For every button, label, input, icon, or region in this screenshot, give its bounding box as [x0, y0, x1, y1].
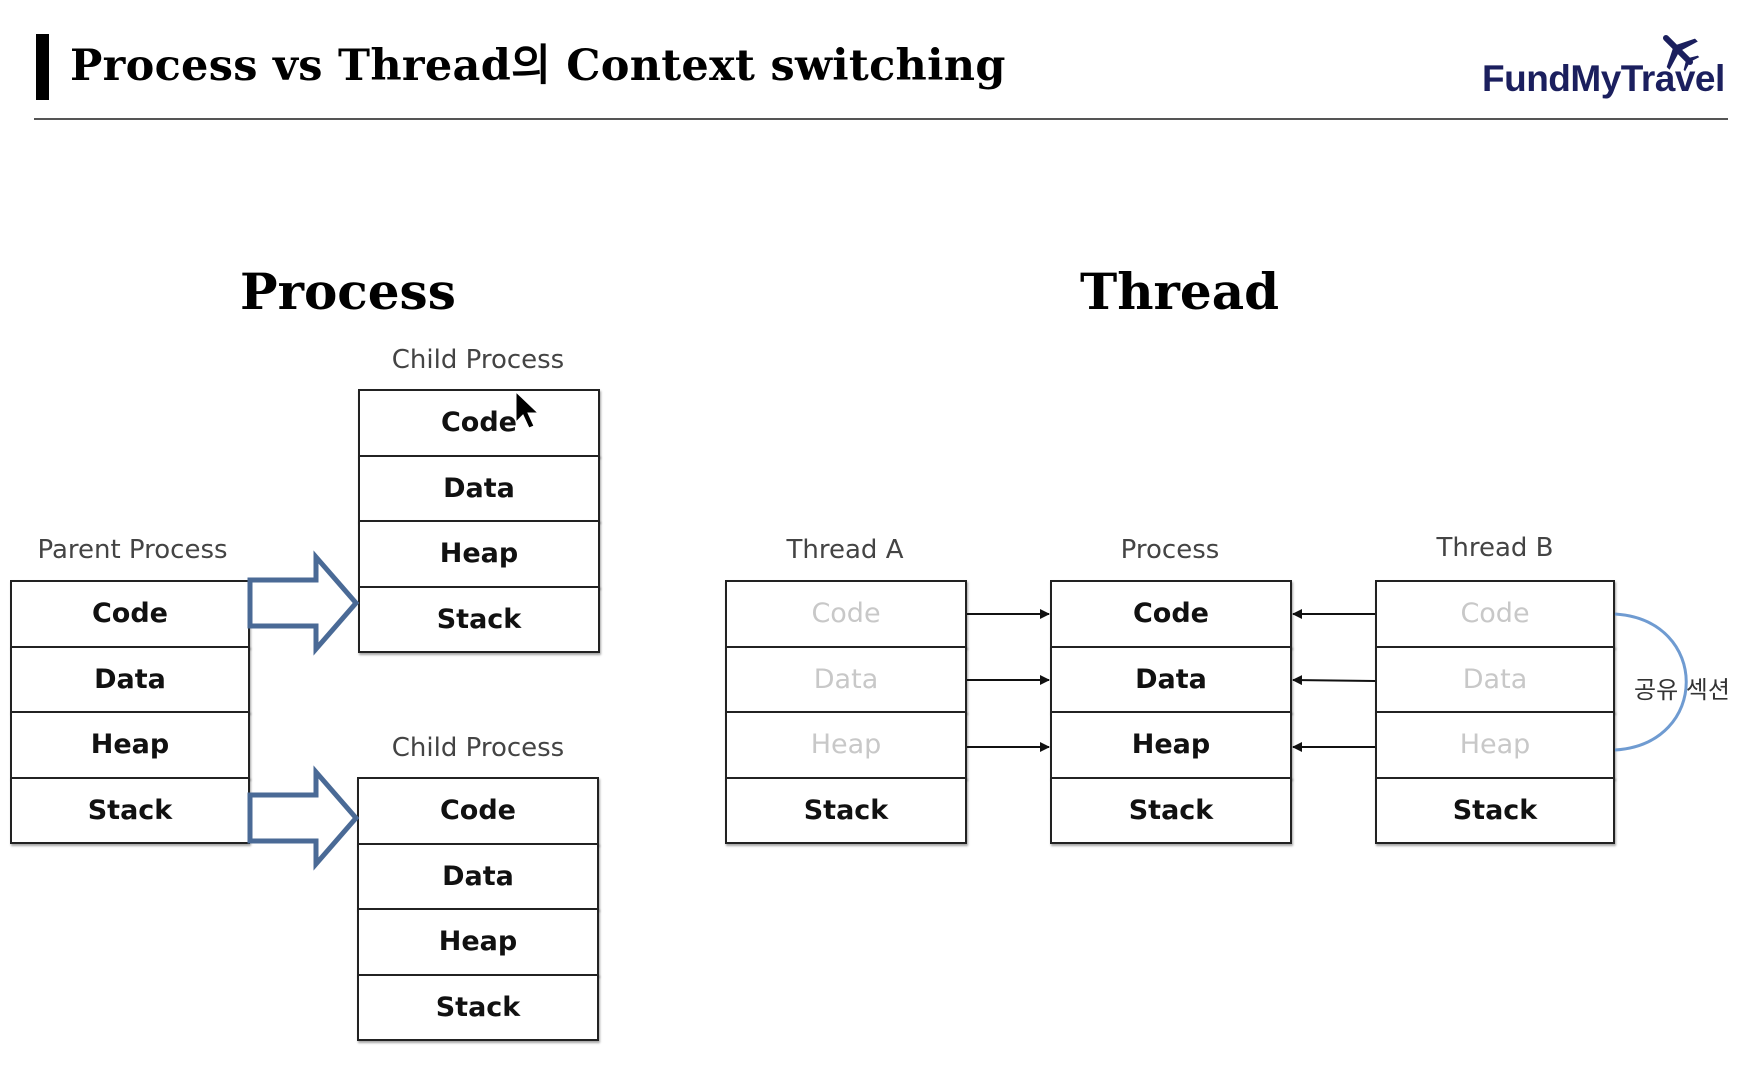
- logo-text: FundMyTravel: [1482, 58, 1725, 99]
- thread-a-stack-cell: Stack: [725, 776, 967, 844]
- shared-section-label: 공유 섹션: [1634, 676, 1730, 704]
- child-bottom-stack-cell: Stack: [357, 973, 599, 1041]
- process-stack-cell: Stack: [1050, 776, 1292, 844]
- thread-b-label: Thread B: [1436, 533, 1554, 563]
- thread-a-data-cell: Data: [725, 645, 967, 713]
- process-code-cell: Code: [1050, 580, 1292, 648]
- child-process-label-top: Child Process: [391, 345, 565, 375]
- parent-process-label: Parent Process: [37, 535, 228, 565]
- thread-a-heap-cell: Heap: [725, 711, 967, 779]
- fork-arrow-top: [247, 550, 360, 656]
- thread-a-code-cell: Code: [725, 580, 967, 648]
- fork-arrow-bottom: [247, 765, 360, 871]
- child-top-data-cell: Data: [358, 454, 600, 522]
- thread-b-stack: Code Data Heap Stack: [1375, 580, 1615, 844]
- slide-title: Process vs Thread의 Context switching: [70, 41, 1006, 91]
- child-process-stack-top: Code Data Heap Stack: [358, 389, 600, 653]
- parent-process-stack: Code Data Heap Stack: [10, 580, 250, 844]
- child-bottom-heap-cell: Heap: [357, 908, 599, 976]
- thread-a-stack: Code Data Heap Stack: [725, 580, 967, 844]
- parent-data-cell: Data: [10, 645, 250, 713]
- parent-code-cell: Code: [10, 580, 250, 648]
- fundmytravel-logo: FundMyTravel: [1478, 26, 1725, 106]
- shared-section-bracket: [1614, 612, 1688, 752]
- process-heap-cell: Heap: [1050, 711, 1292, 779]
- child-process-label-bottom: Child Process: [391, 733, 565, 763]
- child-bottom-data-cell: Data: [357, 842, 599, 910]
- child-process-stack-bottom: Code Data Heap Stack: [357, 777, 599, 1041]
- shared-process-stack: Code Data Heap Stack: [1050, 580, 1292, 844]
- child-top-stack-cell: Stack: [358, 585, 600, 653]
- thread-process-label: Process: [1120, 535, 1220, 565]
- airplane-icon: [1662, 34, 1700, 72]
- parent-stack-cell: Stack: [10, 776, 250, 844]
- process-heading: Process: [240, 262, 456, 321]
- thread-b-data-cell: Data: [1375, 645, 1615, 713]
- child-top-code-cell: Code: [358, 389, 600, 457]
- mouse-cursor-icon: [515, 390, 540, 429]
- parent-heap-cell: Heap: [10, 711, 250, 779]
- title-divider-line: [34, 118, 1728, 120]
- thread-a-label: Thread A: [786, 535, 904, 565]
- title-accent-bar: [36, 34, 49, 100]
- thread-heading: Thread: [1080, 262, 1280, 321]
- thread-b-stack-cell: Stack: [1375, 776, 1615, 844]
- arrow-b-data: [1292, 675, 1376, 686]
- child-bottom-code-cell: Code: [357, 777, 599, 845]
